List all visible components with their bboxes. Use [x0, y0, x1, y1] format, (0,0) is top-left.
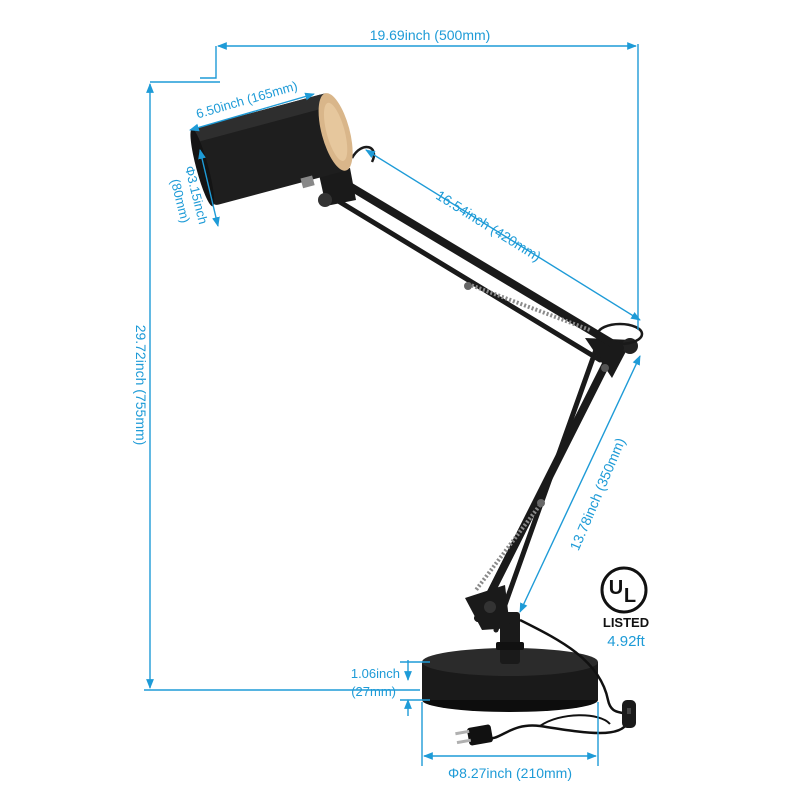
lamp-head-joint: [318, 145, 376, 207]
total-height-label: 29.72inch (755mm): [133, 325, 149, 446]
shade-length-line: [189, 92, 315, 132]
base-height-mm-label: (27mm): [351, 684, 396, 699]
shade-diameter-line: [198, 149, 220, 227]
ul-listed-mark: U L LISTED: [600, 566, 649, 630]
power-plug: [455, 724, 493, 746]
lamp-base: [422, 612, 598, 712]
lamp-lower-arm: [465, 341, 616, 633]
ul-circle-icon: [600, 566, 648, 614]
base-height-inch-label: 1.06inch: [351, 666, 400, 681]
base-diameter-label: Φ8.27inch (210mm): [448, 765, 572, 781]
dimension-lines: [144, 42, 641, 766]
upper-arm-label: 16.54inch (420mm): [433, 187, 544, 264]
lamp-illustration: [190, 93, 644, 746]
ul-letter-l: L: [624, 585, 636, 607]
width-extension-left: [200, 46, 217, 79]
total-width-label: 19.69inch (500mm): [370, 27, 491, 43]
power-cord: [455, 618, 636, 746]
upper-arm-line: [365, 149, 641, 321]
lamp-upper-arm: [327, 174, 624, 363]
ul-letter-u: U: [609, 577, 623, 599]
lower-arm-line: [519, 355, 641, 613]
ul-listed-label: LISTED: [603, 615, 649, 630]
cord-length-label: 4.92ft: [607, 633, 645, 650]
